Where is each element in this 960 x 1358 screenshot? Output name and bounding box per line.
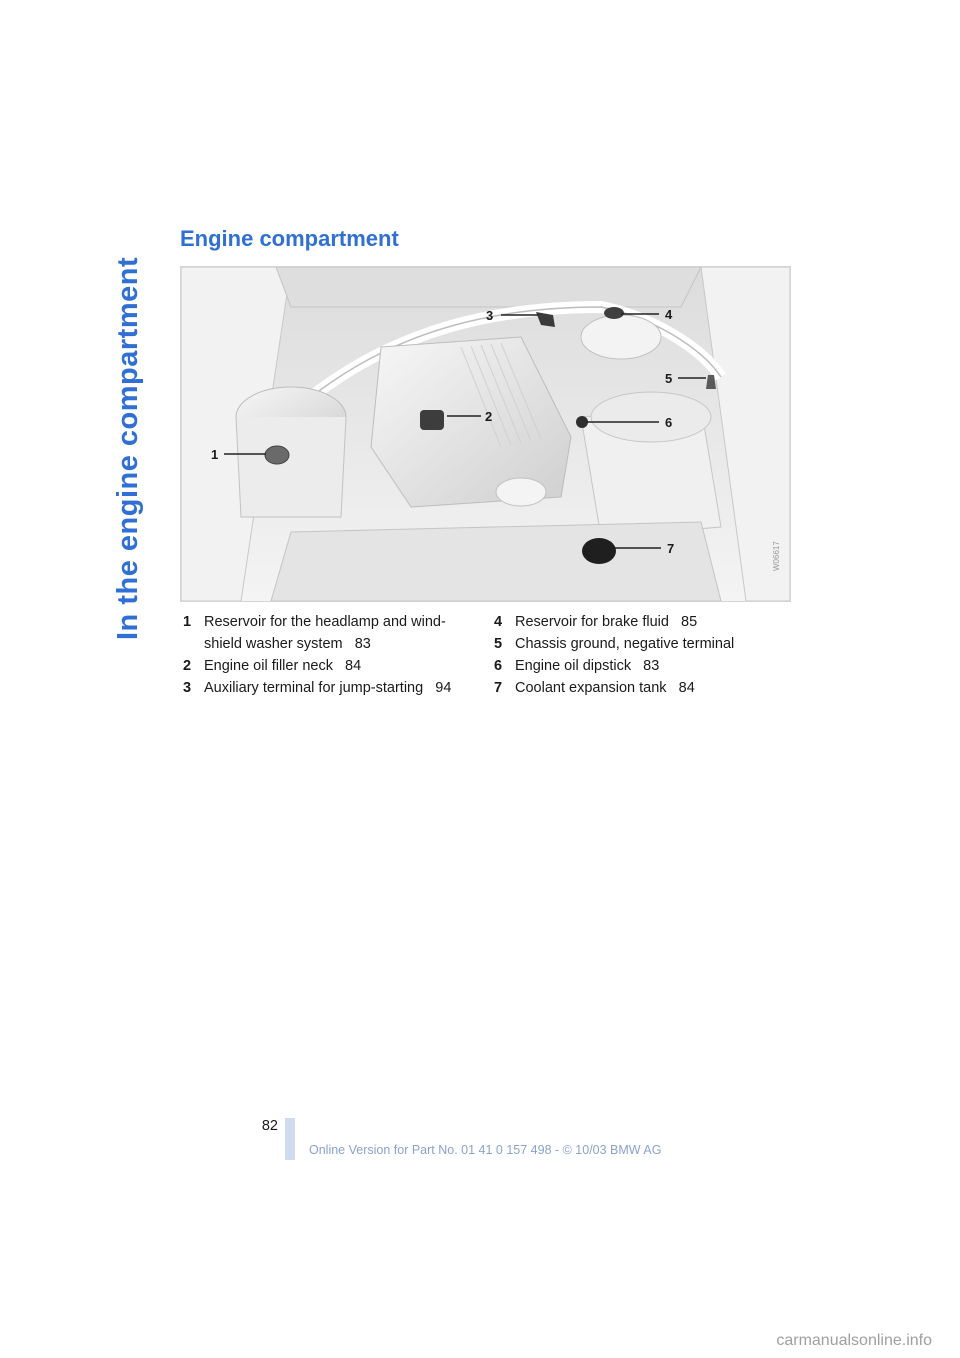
page-number: 82 (261, 1118, 278, 1134)
engine-compartment-illustration: 1 2 3 4 5 6 7 W06617 (180, 266, 791, 602)
legend-item: 2 Engine oil filler neck 84 (183, 655, 473, 677)
section-side-title-text: In the engine compartment (112, 256, 144, 640)
legend-item: 7 Coolant expansion tank 84 (494, 677, 784, 699)
legend-item: 6 Engine oil dipstick 83 (494, 655, 784, 677)
page-title: Engine compartment (180, 226, 399, 251)
legend-number: 3 (183, 680, 192, 696)
callout-5: 5 (665, 371, 672, 386)
watermark: carmanualsonline.info (0, 1332, 960, 1350)
legend-left-column: 1 Reservoir for the headlamp and wind-sh… (183, 611, 473, 699)
part-markers (264, 307, 716, 564)
legend-item: 4 Reservoir for brake fluid 85 (494, 611, 784, 633)
legend-text: Engine oil dipstick 83 (515, 658, 660, 674)
footer-text: Online Version for Part No. 01 41 0 157 … (309, 1143, 662, 1157)
section-side-title: In the engine compartment (112, 257, 172, 1060)
legend-number: 6 (494, 658, 503, 674)
callout-6: 6 (665, 415, 672, 430)
legend-text: Auxiliary terminal for jump-starting 94 (204, 680, 452, 696)
legend-number: 2 (183, 658, 192, 674)
legend-item: 3 Auxiliary terminal for jump-starting 9… (183, 677, 473, 699)
legend-number: 1 (183, 614, 192, 630)
legend-text: Chassis ground, negative terminal (515, 636, 735, 652)
callout-1: 1 (211, 447, 218, 462)
legend-text: Engine oil filler neck 84 (204, 658, 362, 674)
legend-number: 7 (494, 680, 503, 696)
callout-4: 4 (665, 307, 673, 322)
legend-text: Reservoir for the headlamp and wind-shie… (204, 614, 446, 652)
legend-text: Reservoir for brake fluid 85 (515, 614, 698, 630)
callout-2: 2 (485, 409, 492, 424)
figure-code: W06617 (772, 541, 781, 571)
legend-item: 1 Reservoir for the headlamp and wind-sh… (183, 611, 473, 655)
engine-compartment-drawing: 1 2 3 4 5 6 7 W06617 (181, 267, 790, 601)
watermark-text: carmanualsonline.info (776, 1332, 932, 1349)
legend-number: 5 (494, 636, 503, 652)
legend-number: 4 (494, 614, 503, 630)
callout-7: 7 (667, 541, 674, 556)
legend-text: Coolant expansion tank 84 (515, 680, 695, 696)
legend-right-column: 4 Reservoir for brake fluid 85 5 Chassis… (494, 611, 784, 699)
page-bar (285, 1118, 295, 1160)
callout-3: 3 (486, 308, 493, 323)
legend-item: 5 Chassis ground, negative terminal (494, 633, 784, 655)
